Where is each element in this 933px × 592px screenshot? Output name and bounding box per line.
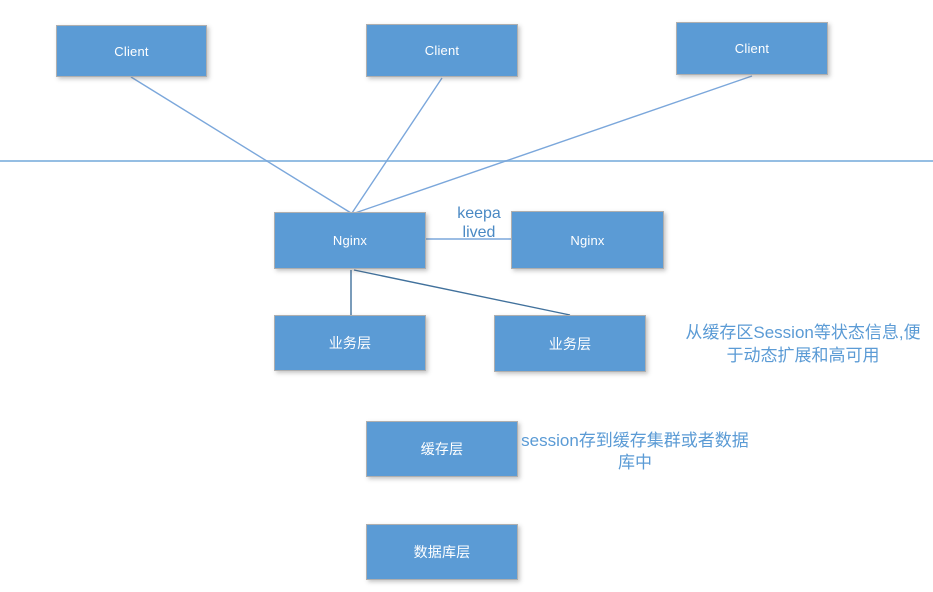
annotation-session-state-line1: 从缓存区Session等状态信息,便 [685, 323, 921, 342]
annotation-session-store: session存到缓存集群或者数据 库中 [517, 430, 753, 474]
node-business-right: 业务层 [494, 315, 646, 372]
node-client-1: Client [56, 25, 207, 77]
edge-client-1-to-nginx-left [130, 76, 352, 214]
edge-client-2-to-nginx-left [351, 77, 443, 214]
node-nginx-right: Nginx [511, 211, 664, 269]
annotation-session-state-line2: 于动态扩展和高可用 [726, 346, 880, 365]
keepalived-label: keepa lived [437, 204, 521, 242]
node-business-left: 业务层 [274, 315, 426, 371]
node-nginx-left: Nginx [274, 212, 426, 269]
edge-nginx-left-to-business-right [353, 269, 571, 316]
edge-client-3-to-nginx-left [354, 75, 753, 214]
node-cache: 缓存层 [366, 421, 518, 477]
keepalived-label-line1: keepa [457, 205, 501, 222]
node-client-2: Client [366, 24, 518, 77]
annotation-session-state: 从缓存区Session等状态信息,便 于动态扩展和高可用 [672, 321, 933, 367]
annotation-session-store-line2: 库中 [618, 453, 652, 472]
node-database: 数据库层 [366, 524, 518, 580]
keepalived-label-line2: lived [462, 224, 496, 241]
node-client-3: Client [676, 22, 828, 75]
annotation-session-store-line1: session存到缓存集群或者数据 [521, 431, 749, 450]
